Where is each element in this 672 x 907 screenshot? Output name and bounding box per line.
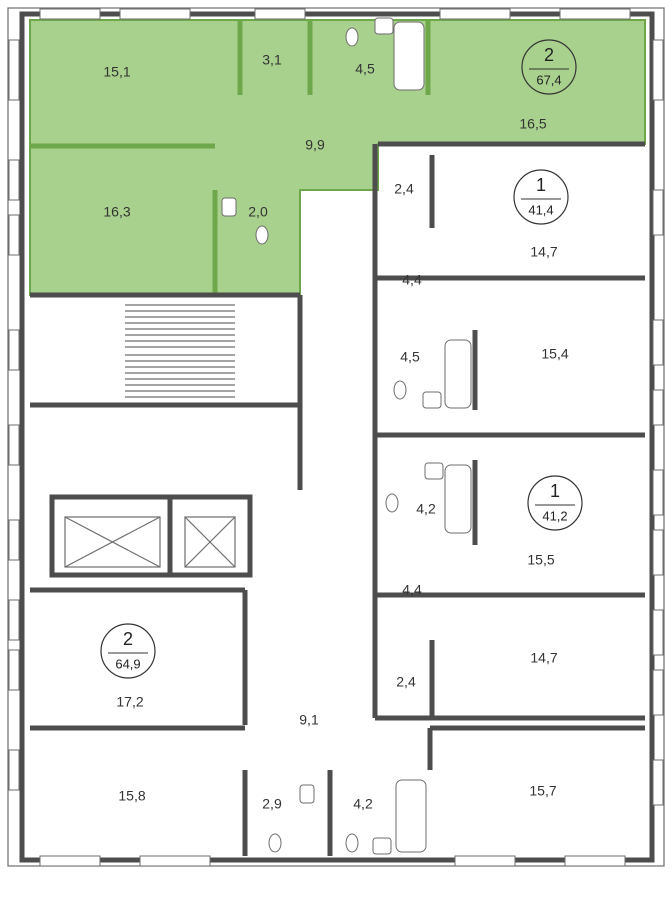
apt-right-upper-badge[interactable]: 141,4	[513, 169, 569, 225]
room-2-4-lower-label: 2,4	[396, 674, 416, 690]
room-15-7-label: 15,7	[529, 783, 556, 799]
sink-icon	[374, 17, 394, 35]
room-14-7-lower-label: 14,7	[530, 650, 557, 666]
windows	[8, 8, 664, 867]
bathtub-icon	[444, 339, 472, 409]
sanitary-fixtures	[221, 17, 472, 855]
room-9-9-label: 9,9	[305, 137, 325, 153]
toilet-icon	[345, 833, 359, 853]
toilet-icon	[345, 27, 359, 47]
apt-bottom-left-badge[interactable]: 264,9	[100, 623, 156, 679]
room-4-4-lower-label: 4,4	[402, 582, 422, 598]
room-labels: 15,1 3,1 4,5 16,5 9,9 16,3 2,0 2,4 14,7 4,4 4,5 15,…	[103, 52, 568, 812]
room-17-2-label: 17,2	[116, 694, 143, 710]
interior-walls	[30, 20, 645, 856]
sink-icon	[221, 197, 237, 217]
apartment-area: 41,4	[528, 202, 553, 217]
staircase	[125, 304, 235, 398]
sink-icon	[299, 784, 315, 804]
room-15-5-label: 15,5	[527, 552, 554, 568]
room-4-4-upper-label: 4,4	[402, 272, 422, 288]
room-3-1-label: 3,1	[262, 52, 282, 68]
badge-circle	[521, 39, 577, 95]
sink-icon	[422, 391, 442, 409]
bathtub-icon	[393, 21, 425, 91]
room-15-8-label: 15,8	[118, 788, 145, 804]
room-4-2-right-label: 4,2	[416, 501, 436, 517]
toilet-icon	[385, 493, 399, 513]
room-4-5-top-label: 4,5	[355, 61, 375, 77]
elevator-shafts	[64, 516, 236, 568]
apartment-rooms-count: 1	[550, 481, 560, 501]
room-2-9-label: 2,9	[262, 796, 282, 812]
apartment-area: 67,4	[536, 72, 561, 87]
sink-icon	[424, 462, 444, 480]
badge-circle	[100, 623, 156, 679]
room-2-0-label: 2,0	[248, 204, 268, 220]
room-14-7-upper-label: 14,7	[530, 244, 557, 260]
toilet-icon	[268, 833, 282, 853]
apt-right-lower-badge[interactable]: 141,2	[527, 475, 583, 531]
room-4-5-right-label: 4,5	[400, 349, 420, 365]
toilet-icon	[393, 380, 407, 400]
badge-circle	[513, 169, 569, 225]
badge-circle	[527, 475, 583, 531]
apartment-rooms-count: 2	[123, 629, 133, 649]
room-9-1-label: 9,1	[299, 712, 319, 728]
apartment-rooms-count: 2	[544, 45, 554, 65]
building-outer-wall	[19, 11, 655, 863]
sink-icon	[372, 837, 392, 855]
apartment-area: 41,2	[542, 508, 567, 523]
bathtub-icon	[444, 464, 472, 534]
room-15-1-label: 15,1	[103, 64, 130, 80]
room-16-5-label: 16,5	[519, 116, 546, 132]
apartment-area: 64,9	[115, 656, 140, 671]
apt-top-left-badge[interactable]: 267,4	[521, 39, 577, 95]
bathtub-icon	[395, 779, 427, 853]
room-15-4-label: 15,4	[541, 346, 568, 362]
building-outline	[7, 7, 665, 867]
room-4-2-bottom-label: 4,2	[353, 796, 373, 812]
room-2-4-upper-label: 2,4	[394, 181, 414, 197]
room-16-3-label: 16,3	[103, 204, 130, 220]
apartment-rooms-count: 1	[536, 175, 546, 195]
toilet-icon	[255, 225, 269, 245]
